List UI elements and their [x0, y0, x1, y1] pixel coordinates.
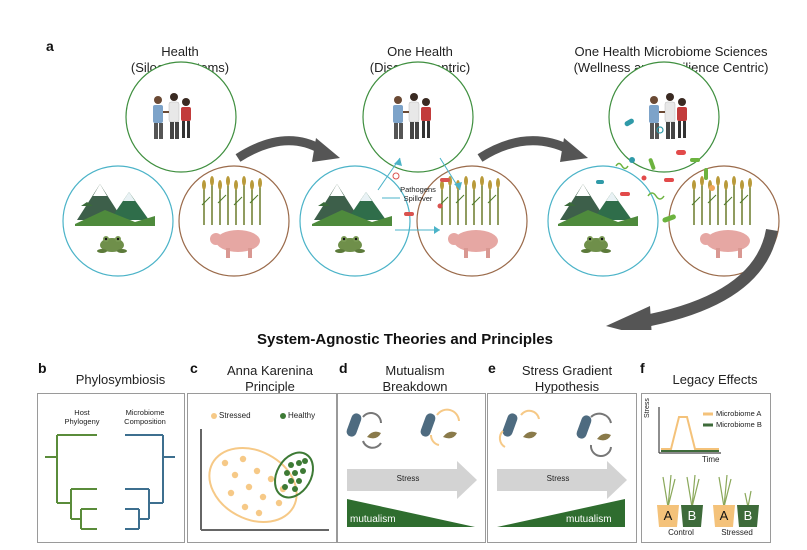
pathogens-label-line1: Pathogens [400, 185, 436, 194]
panel-d-title-line1: Mutualism [385, 363, 445, 378]
col1-agriculture-circle [178, 165, 290, 277]
stress-arrow-body [497, 469, 607, 491]
panel-e-mutualism-label: mutualism [566, 514, 612, 525]
pot-b-control [681, 505, 703, 527]
stress-arrow-head [607, 461, 627, 499]
pot-b-control-label: B [687, 508, 697, 523]
legend-healthy-label: Healthy [288, 411, 316, 420]
plant-icon-right [597, 433, 611, 441]
panel-f-letter: f [640, 360, 645, 376]
plant-icon-left [367, 431, 381, 439]
legacy-x-label: Time [702, 455, 720, 464]
pathogens-label-line2: Spillover [403, 194, 433, 203]
col2-agriculture-circle [416, 165, 528, 277]
col3-human-circle [608, 61, 720, 173]
pot-a-control [657, 505, 679, 527]
control-plants [662, 474, 700, 508]
microbe-icon-left [502, 413, 518, 437]
panel-f-title: Legacy Effects [672, 372, 758, 387]
host-phylogeny-label: Host Phylogeny [54, 408, 110, 426]
phylosymbiosis-trees [45, 434, 175, 530]
panel-d-mutualism-label: mutualism [350, 514, 396, 525]
panel-c-title: Anna Karenina Principle [200, 363, 340, 395]
microbiome-a-line [661, 416, 719, 450]
anna-karenina-scatter [200, 413, 329, 531]
panel-c-letter: c [190, 360, 198, 376]
pot-a-stressed-label: A [719, 508, 729, 523]
microbiome-tree [125, 434, 175, 530]
mutualism-wedge-increasing [497, 499, 625, 527]
microbiome-composition-label: Microbiome Composition [112, 408, 178, 426]
mutualism-wedge-decreasing [347, 499, 475, 527]
panel-c-title-line1: Anna Karenina [226, 363, 313, 378]
panel-b-letter: b [38, 360, 47, 376]
col1-title-line1: Health [161, 44, 199, 59]
panel-c-title-line2: Principle [245, 379, 295, 394]
stress-arrow-head [457, 461, 477, 499]
col2-title-line1: One Health [387, 44, 453, 59]
stressed-points [221, 455, 287, 517]
host-label-line2: Phylogeny [64, 417, 100, 426]
pot-a-control-label: A [663, 508, 673, 523]
col3-title-line1: One Health Microbiome Sciences [574, 44, 768, 59]
stressed-plants [718, 474, 752, 508]
plant-icon-right [443, 431, 457, 439]
group-stressed-label: Stressed [721, 528, 753, 537]
plant-icon-left [523, 431, 537, 439]
healthy-points [282, 458, 308, 492]
panel-e-title-line2: Hypothesis [534, 379, 600, 394]
stress-gradient-graphic [497, 409, 627, 527]
panel-b-title: Phylosymbiosis [75, 372, 166, 387]
legacy-y-label: Stress [644, 398, 651, 418]
panel-d-letter: d [339, 360, 348, 376]
panel-e-stress-label: Stress [546, 474, 570, 483]
legend-stressed-label: Stressed [219, 411, 251, 420]
panel-a-illustration [62, 61, 780, 330]
pot-b-stressed [737, 505, 759, 527]
microbe-icon-right [420, 413, 436, 437]
panel-a-letter: a [46, 38, 54, 54]
pathogens-label: Pathogens Spillover [392, 185, 444, 203]
stress-arrow-body [347, 469, 457, 491]
legend-b-label: Microbiome B [716, 420, 762, 429]
microbe-icons [596, 118, 715, 223]
group-control-label: Control [668, 528, 694, 537]
host-tree [45, 434, 97, 530]
panel-e-title: Stress Gradient Hypothesis [497, 363, 637, 395]
legend-stressed-dot [211, 413, 217, 419]
arrow-col2-to-col3 [477, 136, 573, 162]
pathogen-icons [392, 172, 450, 216]
microbe-icon-left [346, 413, 362, 437]
mutualism-breakdown-graphic [346, 408, 477, 527]
micro-label-line2: Composition [124, 417, 166, 426]
panel-b-box [37, 393, 185, 543]
main-heading: System-Agnostic Theories and Principles [257, 331, 553, 348]
legacy-effects-graphic [657, 407, 759, 527]
legend-a-label: Microbiome A [716, 409, 762, 418]
stressed-ellipse [208, 447, 298, 523]
arrow-to-principles [638, 228, 778, 328]
panel-d-title-line2: Breakdown [382, 379, 448, 394]
panel-d-title: Mutualism Breakdown [350, 363, 480, 395]
panel-e-title-line1: Stress Gradient [521, 363, 613, 378]
healthy-ellipse [274, 451, 314, 499]
micro-label-line1: Microbiome [125, 408, 165, 417]
pot-a-stressed [713, 505, 735, 527]
panel-d-stress-label: Stress [396, 474, 420, 483]
panel-e-letter: e [488, 360, 496, 376]
microbe-icon-right [576, 415, 592, 439]
arrow-col1-to-col2 [235, 136, 325, 162]
pot-b-stressed-label: B [743, 508, 753, 523]
legend-healthy-dot [280, 413, 286, 419]
host-label-line1: Host [74, 408, 90, 417]
